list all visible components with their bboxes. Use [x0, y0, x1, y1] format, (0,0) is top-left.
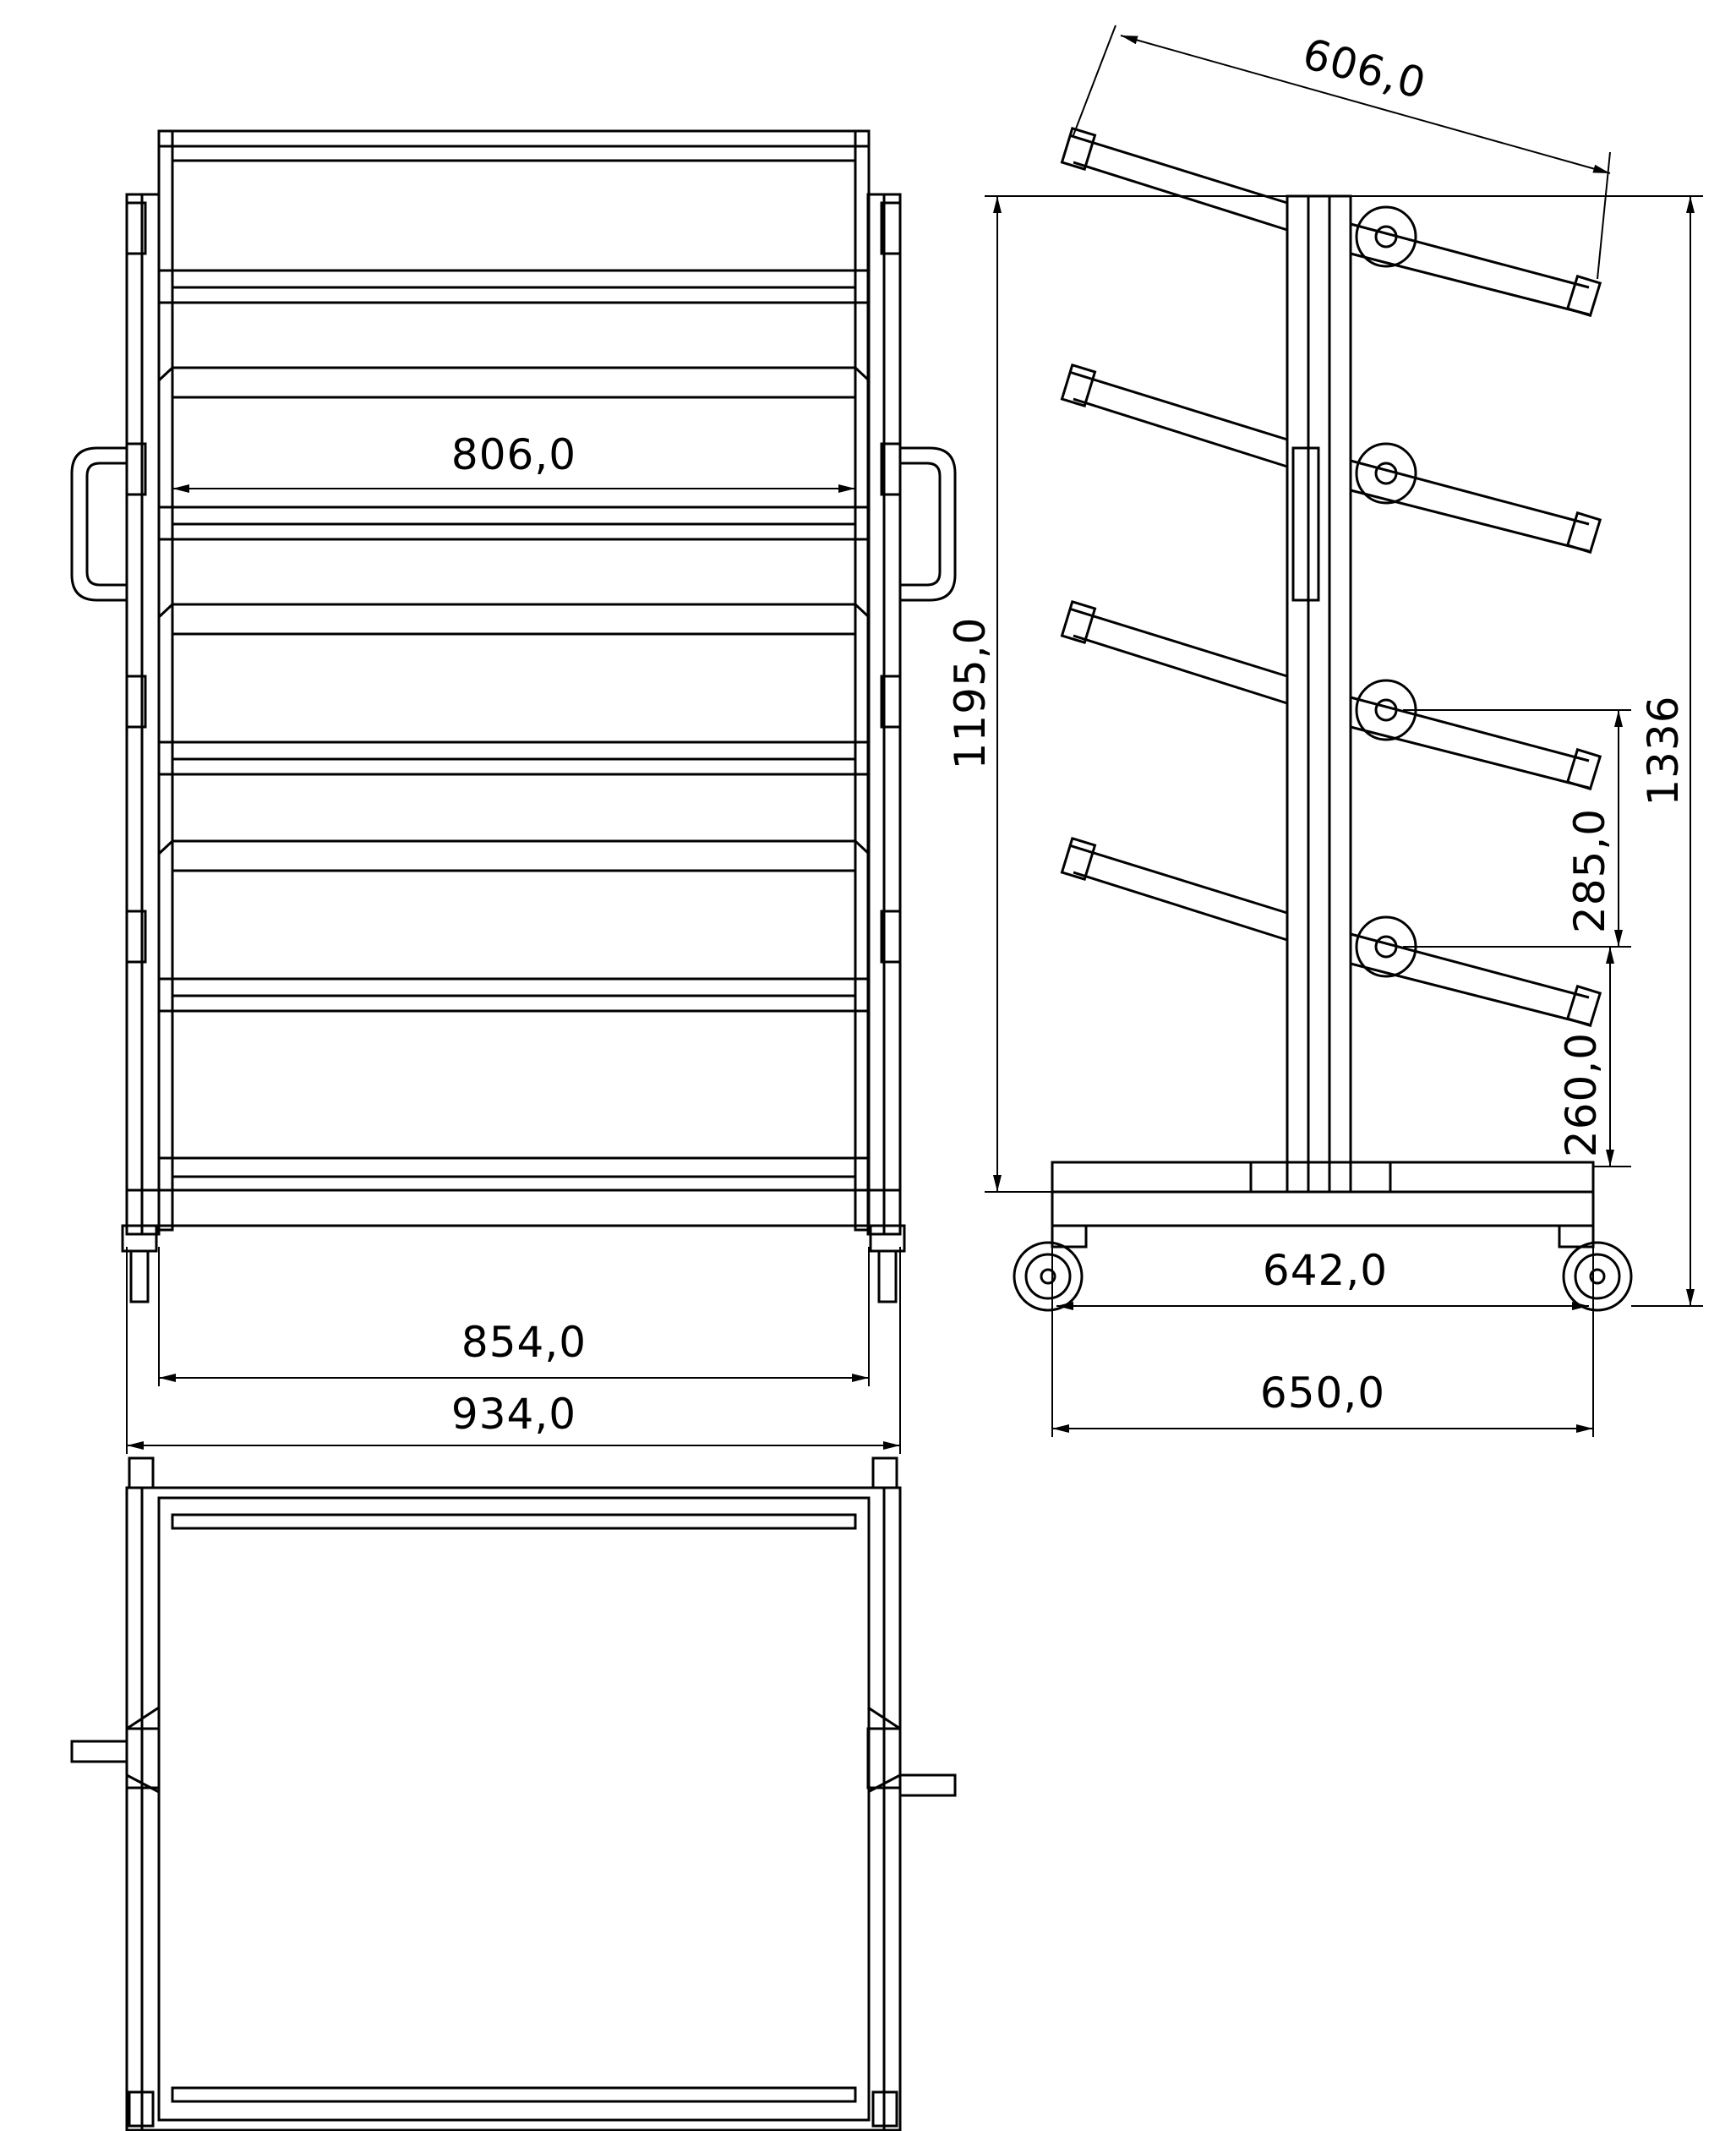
arm-4 [1060, 836, 1602, 1028]
front-view [70, 129, 957, 1303]
dim-frame-height: 1195,0 [946, 617, 995, 770]
dim-bottom-clearance: 260,0 [1557, 1032, 1606, 1157]
arm-1 [1060, 126, 1602, 318]
shelf-4 [157, 839, 871, 1013]
dim-overall-height: 1336 [1639, 695, 1688, 806]
dim-overall-depth: 650,0 [1260, 1369, 1385, 1418]
dim-line-arm-length [1120, 35, 1611, 174]
dim-arm-length: 606,0 [1297, 29, 1431, 108]
caster-left [1013, 1224, 1088, 1312]
dim-overall-width: 934,0 [451, 1390, 576, 1439]
dim-wheel-width: 854,0 [461, 1318, 587, 1367]
side-view [1013, 126, 1633, 1312]
caster-right [1558, 1224, 1633, 1312]
dim-inner-width: 806,0 [451, 430, 576, 479]
top-view [70, 1456, 957, 2131]
dim-shelf-pitch: 285,0 [1565, 808, 1614, 933]
shelf-3 [157, 603, 871, 776]
dim-wheelbase: 642,0 [1263, 1246, 1388, 1295]
arm-3 [1060, 599, 1602, 791]
shelf-1 [157, 146, 871, 304]
arm-2 [1060, 363, 1602, 555]
shelf-2 [157, 366, 871, 541]
